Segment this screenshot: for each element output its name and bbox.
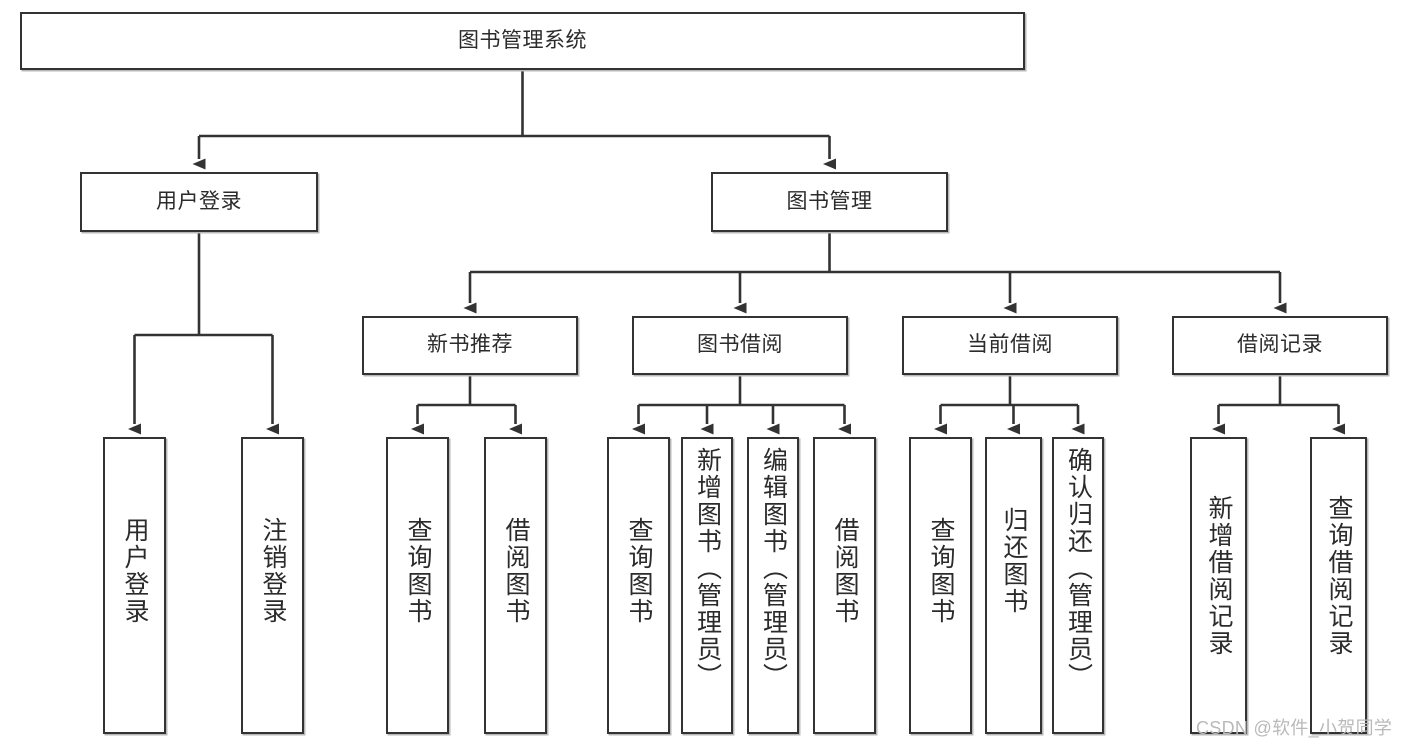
node-current[interactable]: 当前借阅 [902, 316, 1118, 375]
node-label: 新增图书（管理员） [693, 447, 722, 690]
node-label: 注销登录 [259, 517, 287, 625]
node-label: 查询图书 [927, 517, 955, 625]
node-label: 图书借阅 [697, 333, 783, 357]
node-records[interactable]: 借阅记录 [1172, 316, 1388, 375]
node-f9[interactable]: 查询图书 [909, 437, 972, 734]
node-label: 确认归还（管理员） [1064, 447, 1093, 690]
node-f6[interactable]: 新增图书（管理员） [681, 437, 733, 734]
node-bookmgmt[interactable]: 图书管理 [711, 172, 948, 232]
node-label: 用户登录 [156, 189, 242, 213]
node-label: 借阅记录 [1237, 333, 1323, 357]
node-root[interactable]: 图书管理系统 [20, 12, 1025, 70]
node-label: 新增借阅记录 [1205, 495, 1233, 657]
node-f10[interactable]: 归还图书 [985, 437, 1042, 734]
node-label: 查询图书 [404, 517, 432, 625]
node-borrow[interactable]: 图书借阅 [632, 316, 848, 375]
node-f7[interactable]: 编辑图书（管理员） [747, 437, 799, 734]
node-label: 新书推荐 [427, 333, 513, 357]
node-label: 借阅图书 [502, 517, 530, 625]
node-newbook[interactable]: 新书推荐 [362, 316, 578, 375]
node-label: 当前借阅 [967, 333, 1053, 357]
node-label: 借阅图书 [831, 517, 859, 625]
node-label: 用户登录 [121, 517, 149, 625]
node-label: 图书管理系统 [458, 28, 587, 52]
node-f11[interactable]: 确认归还（管理员） [1052, 437, 1104, 734]
node-label: 图书管理 [786, 189, 873, 213]
watermark: CSDN @软件_小贺同学 [1196, 718, 1393, 738]
node-label: 查询借阅记录 [1325, 495, 1353, 657]
node-f5[interactable]: 查询图书 [607, 437, 670, 734]
node-f4[interactable]: 借阅图书 [484, 437, 547, 734]
node-f3[interactable]: 查询图书 [386, 437, 449, 734]
node-label: 编辑图书（管理员） [759, 447, 788, 690]
node-f12[interactable]: 新增借阅记录 [1190, 437, 1247, 734]
node-label: 查询图书 [625, 517, 653, 625]
node-login[interactable]: 用户登录 [80, 172, 318, 232]
node-f2[interactable]: 注销登录 [241, 437, 304, 734]
node-f8[interactable]: 借阅图书 [813, 437, 876, 734]
node-label: 归还图书 [1000, 507, 1028, 615]
node-f1[interactable]: 用户登录 [103, 437, 166, 734]
node-f13[interactable]: 查询借阅记录 [1310, 437, 1367, 734]
